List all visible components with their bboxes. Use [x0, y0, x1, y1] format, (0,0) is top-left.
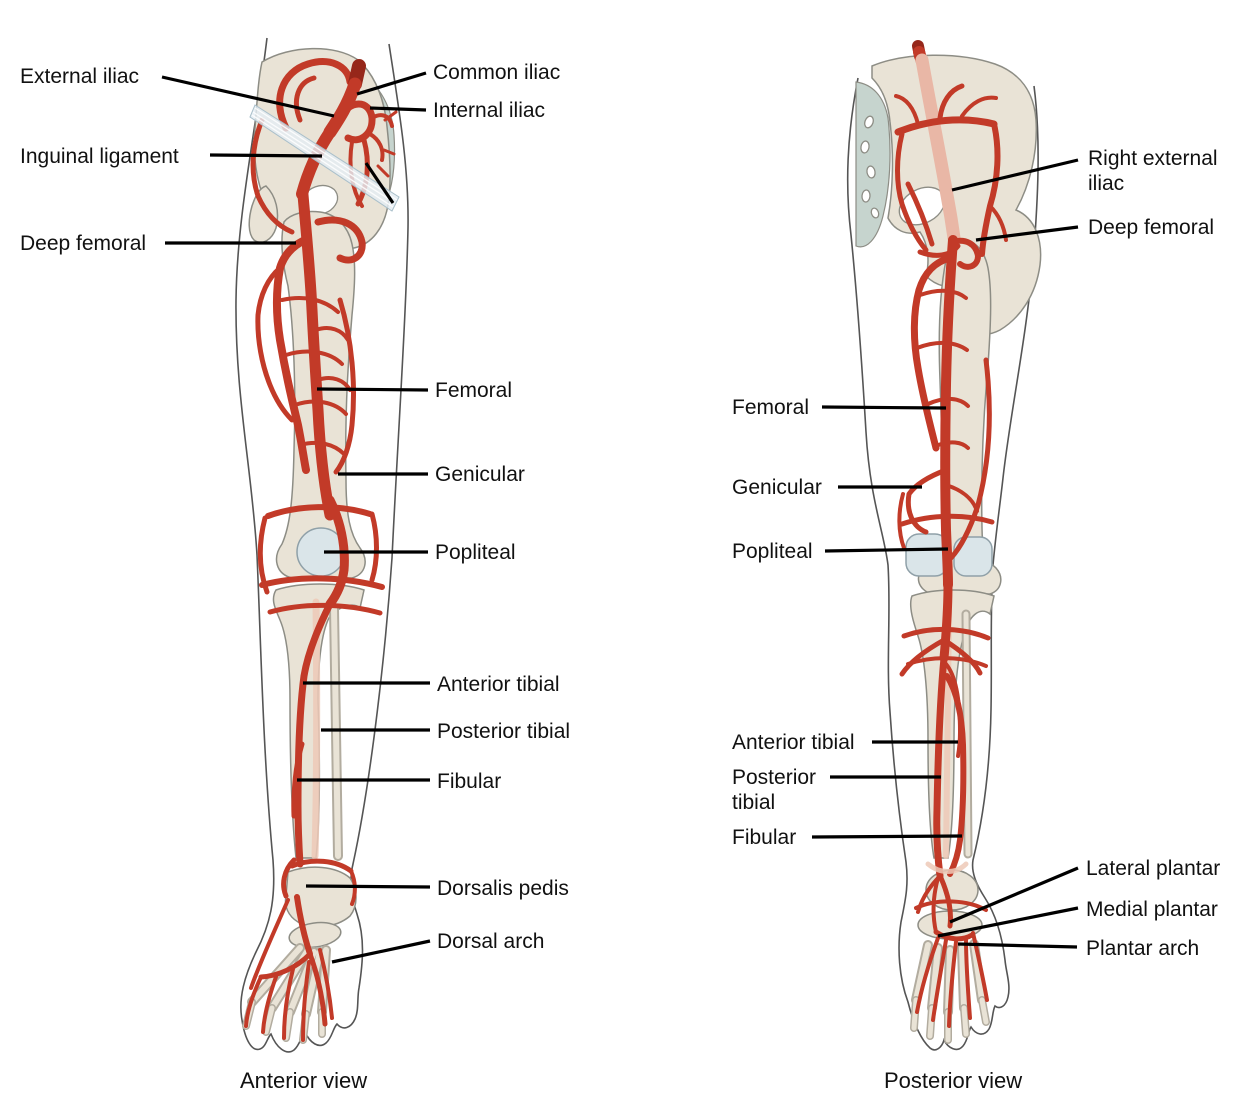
label-popliteal-anterior: Popliteal [435, 541, 516, 564]
iliac-arteries-posterior [894, 40, 1008, 258]
deep-femoral-artery-posterior [910, 254, 970, 452]
caption-posterior-view: Posterior view [884, 1068, 1023, 1093]
inguinal-ligament-band [249, 104, 400, 212]
leader-inguinal-ligament-2 [364, 162, 395, 204]
leader-lines [161, 71, 1079, 964]
label-dorsalis-pedis: Dorsalis pedis [437, 877, 569, 900]
label-plantar-arch: Plantar arch [1086, 937, 1200, 960]
deep-femoral-artery [255, 236, 348, 474]
iliac-arteries [250, 58, 398, 264]
tibial-arteries [281, 600, 357, 906]
label-dorsal-arch: Dorsal arch [437, 930, 545, 953]
leader-plantar-arch [957, 942, 1078, 949]
leader-lateral-plantar [949, 866, 1079, 924]
label-lateral-plantar: Lateral plantar [1086, 857, 1221, 880]
sacral-foramina [860, 115, 880, 219]
anterior-leg-art [235, 37, 409, 1053]
leader-internal-iliac [369, 106, 427, 112]
label-common-iliac: Common iliac [433, 61, 561, 84]
label-external-iliac: External iliac [20, 65, 140, 88]
label-medial-plantar: Medial plantar [1086, 898, 1218, 921]
plantar-arteries [914, 874, 989, 1028]
fibula-bone-posterior-core [963, 611, 971, 857]
leader-femoral-posterior [821, 405, 947, 410]
label-inguinal-ligament: Inguinal ligament [20, 145, 179, 168]
leader-deep-femoral-posterior [975, 225, 1079, 242]
leader-right-external-iliac [951, 158, 1079, 192]
caption-anterior-view: Anterior view [240, 1068, 368, 1093]
leader-inguinal-ligament [209, 153, 323, 158]
label-internal-iliac: Internal iliac [433, 99, 546, 122]
leader-dorsalis-pedis [305, 884, 431, 889]
label-posterior-tibial-posterior: Posterior tibial [732, 766, 817, 814]
genicular-arteries [257, 504, 385, 616]
fibula-bone-core [331, 605, 341, 859]
label-deep-femoral-anterior: Deep femoral [20, 232, 147, 255]
label-anterior-tibial-anterior: Anterior tibial [437, 673, 560, 696]
label-deep-femoral-posterior: Deep femoral [1088, 216, 1215, 239]
femoral-artery [297, 189, 356, 609]
leader-common-iliac [356, 71, 427, 96]
leader-medial-plantar [937, 906, 1079, 938]
label-popliteal-posterior: Popliteal [732, 540, 813, 563]
tibial-fibular-arteries-posterior [925, 654, 969, 880]
label-right-external-iliac: Right external iliac [1088, 147, 1218, 195]
genicular-arteries-posterior [897, 467, 995, 677]
leader-femoral-anterior [316, 387, 429, 392]
label-fibular-anterior: Fibular [437, 770, 502, 793]
label-fibular-posterior: Fibular [732, 826, 797, 849]
ischium-bone [248, 185, 279, 244]
label-femoral-anterior: Femoral [435, 379, 513, 402]
leader-dorsal-arch [331, 939, 431, 964]
label-posterior-tibial-anterior: Posterior tibial [437, 720, 571, 743]
sacrum-cartilage [855, 81, 891, 248]
label-femoral-posterior: Femoral [732, 396, 810, 419]
label-genicular-anterior: Genicular [435, 463, 525, 486]
leader-external-iliac [161, 75, 335, 118]
label-genicular-posterior: Genicular [732, 476, 822, 499]
leader-popliteal-posterior [824, 547, 949, 553]
label-anterior-tibial-posterior: Anterior tibial [732, 731, 855, 754]
tarsal-bones [284, 866, 357, 928]
foot-arteries [244, 894, 334, 1042]
leader-fibular-posterior [811, 834, 963, 839]
